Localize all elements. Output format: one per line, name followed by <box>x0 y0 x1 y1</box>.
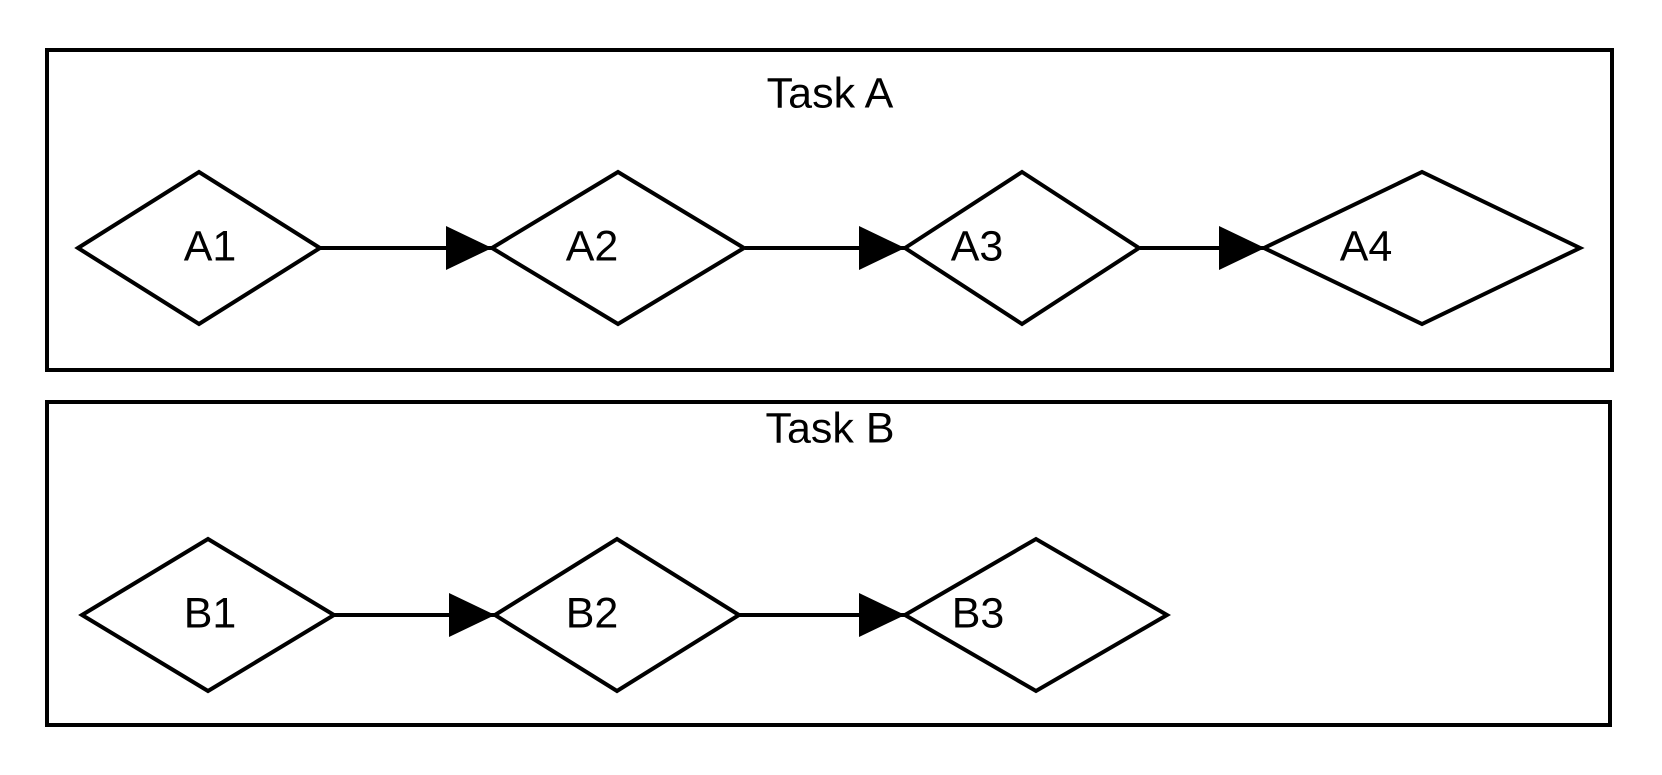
lane-task-a[interactable]: Task A A1 <box>45 48 1614 372</box>
lane-title-task-a: Task A <box>767 69 894 117</box>
arrowhead-icon-b2-b3 <box>859 593 905 637</box>
node-label-a1: A1 <box>184 222 237 270</box>
edge-group-task-b <box>334 593 905 637</box>
arrowhead-icon-a3-a4 <box>1219 226 1265 270</box>
arrowhead-icon-a1-a2 <box>446 226 492 270</box>
diamond-shape-b3 <box>901 536 1171 694</box>
node-label-a2: A2 <box>566 222 619 270</box>
node-a4[interactable]: A4 <box>1259 169 1585 327</box>
diamond-shape-a3 <box>901 169 1143 327</box>
edge-b2-b3[interactable] <box>739 593 905 637</box>
node-b3[interactable]: B3 <box>901 536 1171 694</box>
edge-a3-a4[interactable] <box>1140 226 1265 270</box>
arrowhead-icon-b1-b2 <box>449 593 495 637</box>
diamond-shape-b2 <box>491 536 743 694</box>
lane-title-task-b: Task B <box>765 404 894 452</box>
node-b2[interactable]: B2 <box>491 536 743 694</box>
lane-box-task-b <box>45 400 1612 727</box>
edge-group-task-a <box>320 226 1265 270</box>
node-label-b2: B2 <box>566 589 619 637</box>
diamond-shape-a2 <box>488 169 748 327</box>
node-label-b1: B1 <box>184 589 237 637</box>
node-a2[interactable]: A2 <box>488 169 748 327</box>
edge-b1-b2[interactable] <box>334 593 495 637</box>
node-b1[interactable]: B1 <box>78 536 338 694</box>
diamond-shape-a4 <box>1259 169 1585 327</box>
node-label-a3: A3 <box>951 222 1004 270</box>
lane-task-b[interactable]: Task B B1 B2 <box>45 400 1612 727</box>
arrowhead-icon-a2-a3 <box>859 226 905 270</box>
node-label-b3: B3 <box>952 589 1005 637</box>
node-a1[interactable]: A1 <box>74 169 324 327</box>
diamond-shape-b1 <box>78 536 338 694</box>
lane-box-task-a <box>45 48 1614 372</box>
node-label-a4: A4 <box>1340 222 1393 270</box>
node-a3[interactable]: A3 <box>901 169 1143 327</box>
edge-a1-a2[interactable] <box>320 226 492 270</box>
edge-a2-a3[interactable] <box>745 226 905 270</box>
diamond-shape-a1 <box>74 169 324 327</box>
